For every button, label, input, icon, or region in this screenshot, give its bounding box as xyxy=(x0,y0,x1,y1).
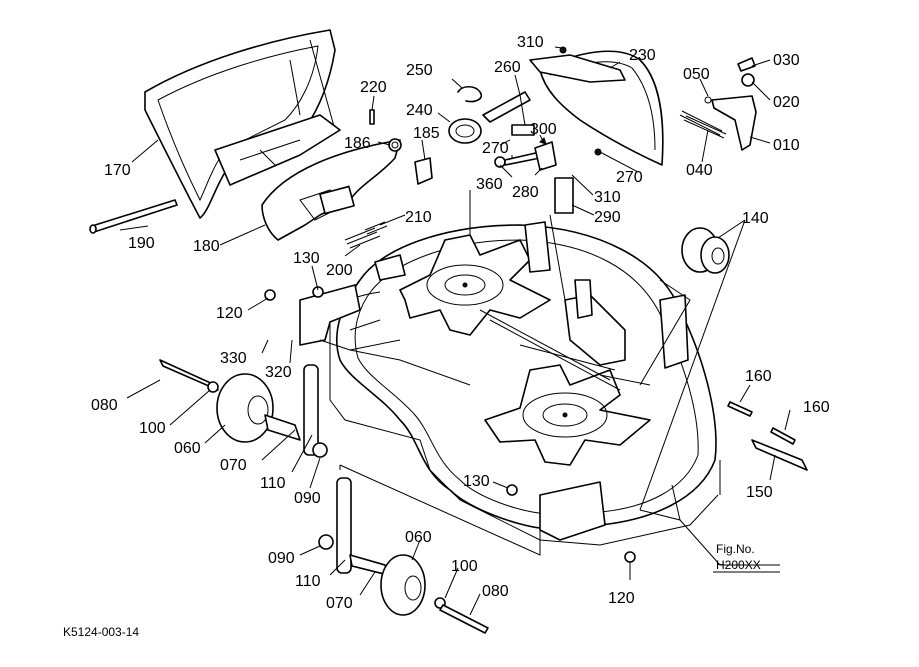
callout-labels: 170 190 180 220 186 185 250 240 260 310 … xyxy=(91,34,830,612)
callout-330: 330 xyxy=(220,350,247,367)
hinge-rod-part xyxy=(89,199,178,234)
callout-185: 185 xyxy=(413,125,440,142)
callout-030: 030 xyxy=(773,52,800,69)
callout-080-lower: 080 xyxy=(482,583,509,600)
lift-links xyxy=(482,91,574,214)
callout-260: 260 xyxy=(494,59,521,76)
tension-arm-part xyxy=(679,57,757,151)
callout-080-top: 080 xyxy=(91,397,118,414)
drawing-code: K5124-003-14 xyxy=(63,625,139,639)
callout-090-lower: 090 xyxy=(268,550,295,567)
discharge-chute-part xyxy=(144,29,341,219)
mower-deck-part xyxy=(329,221,721,546)
callout-270-right: 270 xyxy=(616,169,643,186)
callout-240: 240 xyxy=(406,102,433,119)
callout-150: 150 xyxy=(746,484,773,501)
upper-blade-spindle xyxy=(399,234,551,336)
callout-270-left: 270 xyxy=(482,140,509,157)
callout-120-lower: 120 xyxy=(608,590,635,607)
leader-lines xyxy=(119,46,791,616)
rear-bracket xyxy=(506,481,636,563)
callout-310-lower: 310 xyxy=(594,189,621,206)
figure-number: Fig.No. H200XX xyxy=(713,542,780,573)
callout-010: 010 xyxy=(773,137,800,154)
callout-070-lower: 070 xyxy=(326,595,353,612)
callout-220: 220 xyxy=(360,79,387,96)
idler-pulley-part xyxy=(681,227,730,274)
callout-320: 320 xyxy=(265,364,292,381)
callout-020: 020 xyxy=(773,94,800,111)
deflector-part xyxy=(261,139,401,241)
callout-300: 300 xyxy=(530,121,557,138)
callout-110-top: 110 xyxy=(260,475,286,492)
callout-130-lower: 130 xyxy=(463,473,490,490)
callout-140: 140 xyxy=(742,210,769,227)
callout-160-right: 160 xyxy=(803,399,830,416)
lower-blade-spindle xyxy=(484,364,651,466)
callout-200: 200 xyxy=(326,262,353,279)
pins-part xyxy=(727,401,808,471)
small-hardware xyxy=(369,109,433,185)
callout-180: 180 xyxy=(193,238,220,255)
figure-number-label: Fig.No. xyxy=(716,542,755,556)
callout-060-top: 060 xyxy=(174,440,201,457)
callout-050: 050 xyxy=(683,66,710,83)
callout-160-left: 160 xyxy=(745,368,772,385)
belt-cover-part xyxy=(529,46,664,166)
callout-170: 170 xyxy=(104,162,131,179)
callout-100-top: 100 xyxy=(139,420,166,437)
callout-360: 360 xyxy=(476,176,503,193)
callout-280: 280 xyxy=(512,184,539,201)
callout-190: 190 xyxy=(128,235,155,252)
callout-100-lower: 100 xyxy=(451,558,478,575)
callout-186: 186 xyxy=(344,135,371,152)
callout-130-top: 130 xyxy=(293,250,320,267)
springs-part xyxy=(344,221,388,249)
callout-090-top: 090 xyxy=(294,490,321,507)
gauge-wheel-lower xyxy=(318,477,489,634)
callout-250: 250 xyxy=(406,62,433,79)
callout-040: 040 xyxy=(686,162,713,179)
callout-070-top: 070 xyxy=(220,457,247,474)
callout-110-lower: 110 xyxy=(295,573,321,590)
callout-230: 230 xyxy=(629,47,656,64)
figure-number-value: H200XX xyxy=(716,558,761,572)
callout-210: 210 xyxy=(405,209,432,226)
callout-120-top: 120 xyxy=(216,305,243,322)
callout-310-top: 310 xyxy=(517,34,544,51)
callout-290: 290 xyxy=(594,209,621,226)
front-bracket-left xyxy=(264,284,471,386)
retaining-rings xyxy=(448,85,483,144)
callout-060-lower: 060 xyxy=(405,529,432,546)
